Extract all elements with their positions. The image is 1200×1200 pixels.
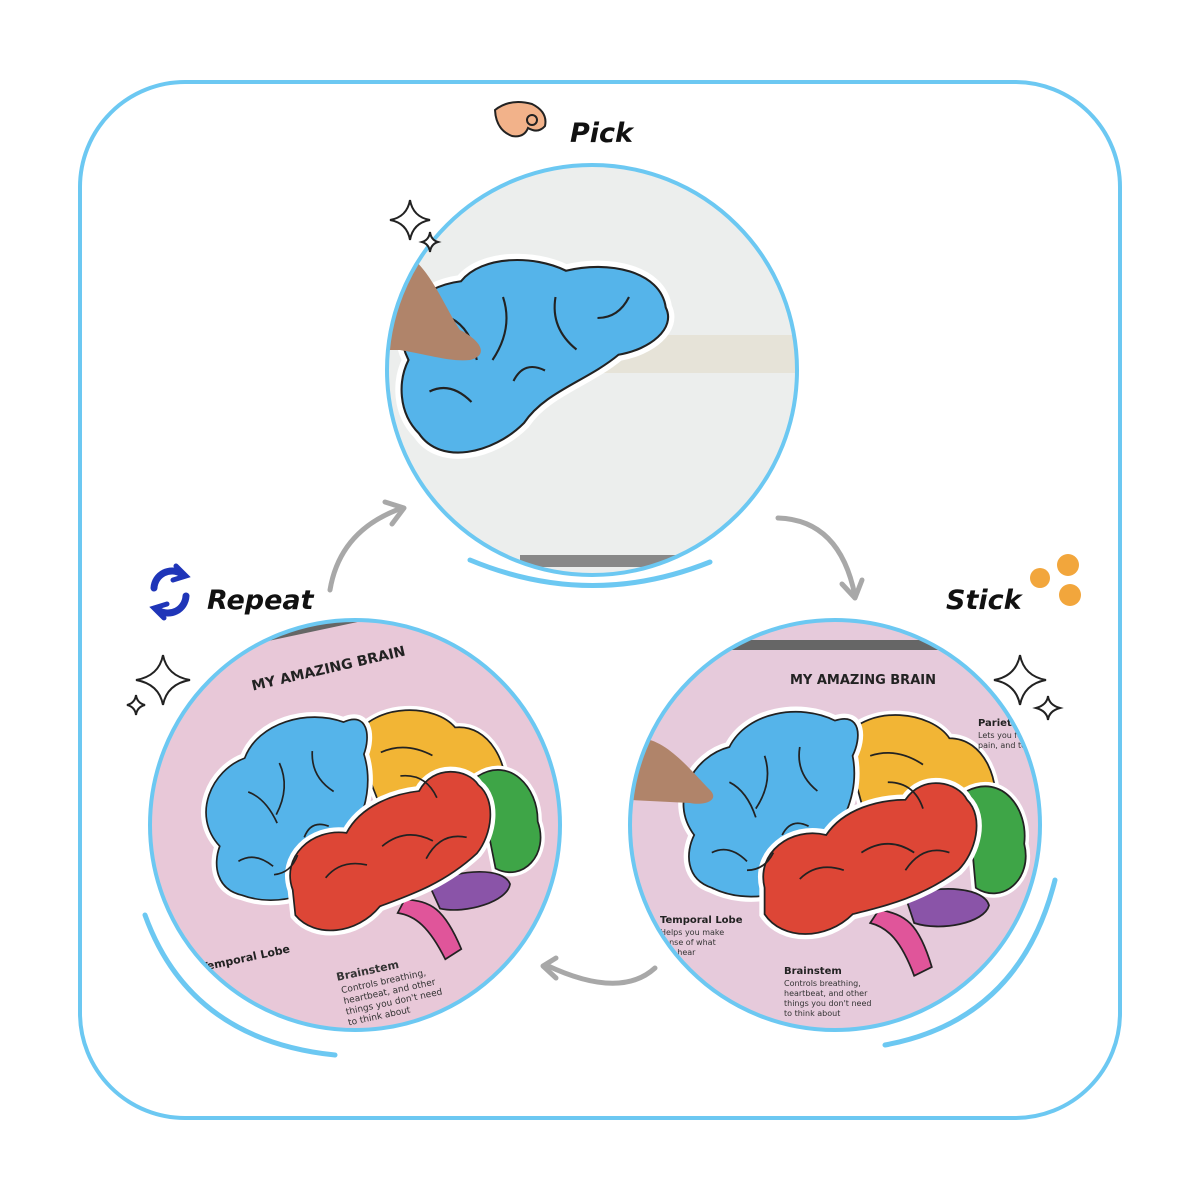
- parietal-desc: Lets you feel: [978, 731, 1029, 740]
- brainstem-desc: to think about: [784, 1009, 840, 1018]
- pick-accent-arc: [467, 557, 713, 588]
- arrow-stick-to-repeat: [540, 955, 658, 986]
- brainstem-desc: Controls breathing,: [784, 979, 861, 988]
- parietal-label: Parietal: [978, 718, 1022, 729]
- orange-dots-icon: [1030, 554, 1081, 606]
- brainstem-desc: things you don't need: [784, 999, 871, 1008]
- brainstem-desc: heartbeat, and other: [784, 989, 868, 998]
- step-label-repeat: Repeat: [207, 585, 314, 616]
- outer-frame: [78, 80, 1122, 1120]
- temporal-desc: you hear: [660, 948, 696, 957]
- stick-accent-arc: [882, 877, 1058, 1048]
- hand: [630, 738, 714, 804]
- book-title: MY AMAZING BRAIN: [790, 673, 936, 688]
- step-label-stick: Stick: [946, 585, 1022, 616]
- repeat-accent-arc: [142, 912, 338, 1058]
- brainstem-label: Brainstem: [784, 966, 842, 977]
- parietal-desc: pain, and temp: [978, 741, 1039, 750]
- arrow-pick-to-stick: [775, 515, 865, 601]
- temporal-desc: sense of what: [660, 938, 716, 947]
- temporal-label: Temporal Lobe: [660, 915, 743, 926]
- cycle-arrows-icon: [149, 563, 191, 621]
- repeat-photo: MY AMAZING BRAIN Temporal Lobe Brainstem…: [148, 618, 562, 1032]
- sparkle-icon: [126, 199, 1064, 721]
- pick-photo: [385, 163, 799, 577]
- stick-photo: MY AMAZING BRAIN Parietal Lets you feel …: [628, 618, 1042, 1032]
- temporal-desc: Helps you make: [660, 928, 724, 937]
- step-label-pick: Pick: [570, 118, 634, 149]
- arrow-repeat-to-pick: [327, 499, 407, 593]
- pinch-hand-icon: [493, 101, 547, 138]
